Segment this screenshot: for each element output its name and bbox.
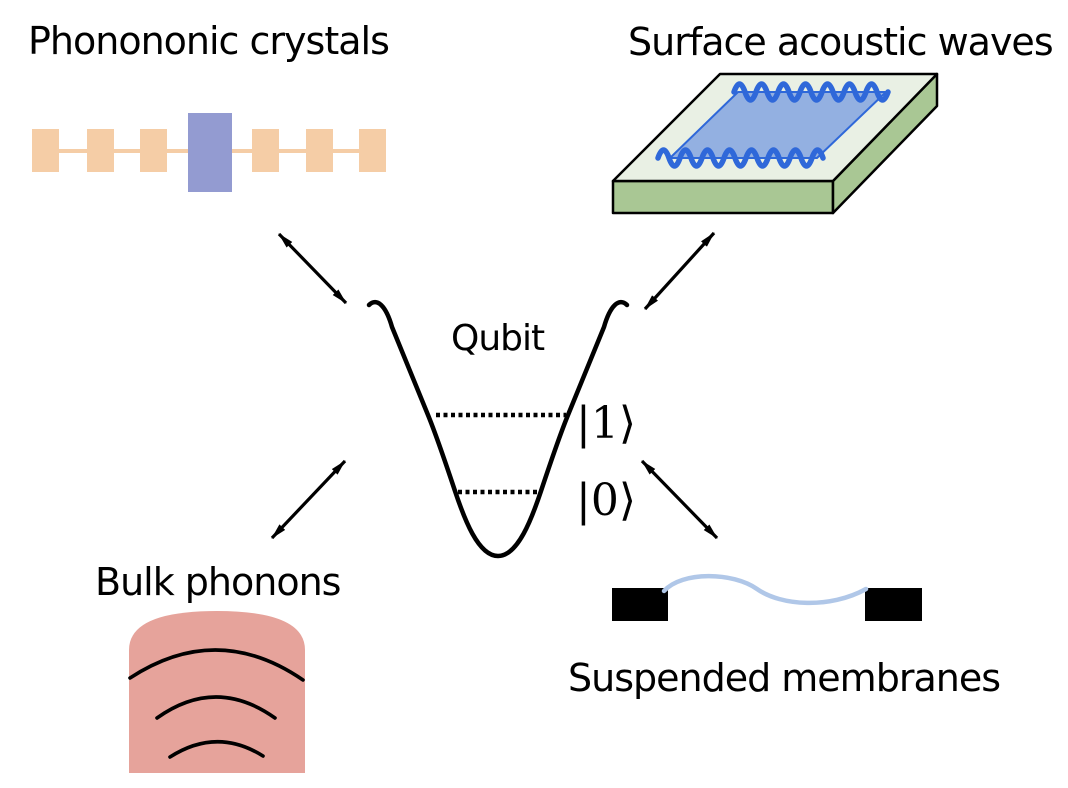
bulk-phonons-label: Bulk phonons xyxy=(95,560,341,604)
ket-0-label: |0⟩ xyxy=(576,475,636,526)
saw-wave-top xyxy=(731,81,891,103)
phononic-crystal-illustration xyxy=(32,113,386,192)
bulk-phonon-illustration xyxy=(128,611,305,773)
surface-acoustic-waves-label: Surface acoustic waves xyxy=(628,20,1054,64)
saw-device-illustration xyxy=(611,72,939,215)
qubit-label: Qubit xyxy=(451,318,545,359)
double-arrow-saw xyxy=(643,231,716,311)
phonon-wavefront xyxy=(155,695,277,720)
membrane-anchor-right xyxy=(865,588,922,621)
coupling-arrows xyxy=(270,231,719,540)
ket-1-label: |1⟩ xyxy=(576,398,636,449)
well-curve xyxy=(366,299,630,559)
crystal-cell xyxy=(140,129,167,172)
saw-wave-bottom xyxy=(655,147,826,169)
membrane-illustration xyxy=(612,573,922,621)
double-arrow-membrane xyxy=(640,459,719,540)
bulk-body xyxy=(129,611,305,773)
saw-region xyxy=(669,91,887,159)
double-arrow-bulk xyxy=(270,459,347,540)
phonon-wavefront xyxy=(128,648,305,682)
crystal-cell xyxy=(359,129,386,172)
suspended-membranes-label: Suspended membranes xyxy=(568,656,1001,700)
membrane-anchor-left xyxy=(612,588,668,621)
phononic-crystals-label: Phonononic crystals xyxy=(28,19,390,63)
membrane-curve xyxy=(661,573,869,606)
crystal-cell xyxy=(87,129,114,172)
crystal-cell xyxy=(306,129,333,172)
crystal-defect-cell xyxy=(188,113,232,192)
crystal-cell xyxy=(252,129,279,172)
qubit-well-illustration xyxy=(366,299,630,559)
crystal-cell xyxy=(32,129,59,172)
phonon-wavefront xyxy=(168,740,265,759)
slab-front-face xyxy=(611,179,835,215)
double-arrow-phononic xyxy=(277,232,348,305)
